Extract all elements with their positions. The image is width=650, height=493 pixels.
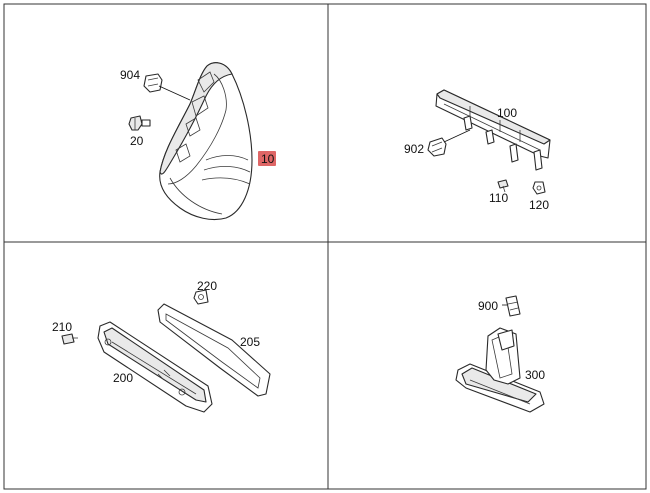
label-205: 205 bbox=[240, 335, 260, 349]
mirror-cover-panel: 904 20 10 bbox=[120, 62, 276, 221]
nut-220-part[interactable] bbox=[193, 289, 209, 305]
side-marker-200-part[interactable] bbox=[97, 321, 213, 413]
clip-902-part[interactable] bbox=[427, 137, 447, 157]
panel-grid bbox=[3, 3, 647, 490]
label-300: 300 bbox=[525, 368, 545, 382]
label-10: 10 bbox=[261, 152, 275, 166]
nut-120-part[interactable] bbox=[532, 181, 546, 195]
bulb-900-part[interactable] bbox=[505, 295, 521, 317]
highlight-box bbox=[258, 151, 276, 166]
license-lamp-300-part[interactable] bbox=[455, 327, 545, 413]
screw-20-part[interactable] bbox=[128, 115, 151, 131]
license-lamp-panel: 900 300 bbox=[455, 295, 545, 413]
label-200: 200 bbox=[113, 371, 133, 385]
label-902: 902 bbox=[404, 142, 424, 156]
label-110: 110 bbox=[489, 191, 508, 205]
clip-904-part[interactable] bbox=[143, 73, 163, 93]
side-marker-panel: 220 210 205 200 bbox=[52, 279, 271, 413]
screw-110-part[interactable] bbox=[497, 179, 509, 193]
leader-902 bbox=[443, 129, 471, 143]
mirror-cover-part[interactable] bbox=[159, 62, 253, 221]
gasket-205-part[interactable] bbox=[157, 303, 271, 397]
callout-10[interactable]: 10 bbox=[258, 151, 276, 166]
label-120: 120 bbox=[529, 198, 549, 212]
label-20: 20 bbox=[130, 134, 144, 148]
label-210: 210 bbox=[52, 320, 72, 334]
brake-light-100-part[interactable] bbox=[435, 89, 551, 171]
label-900: 900 bbox=[478, 299, 498, 313]
screw-210-part[interactable] bbox=[61, 333, 78, 345]
label-100: 100 bbox=[497, 106, 517, 120]
label-904: 904 bbox=[120, 68, 140, 82]
third-brake-light-panel: 100 902 110 120 bbox=[404, 89, 551, 212]
label-220: 220 bbox=[197, 279, 217, 293]
leader-904 bbox=[158, 85, 191, 101]
